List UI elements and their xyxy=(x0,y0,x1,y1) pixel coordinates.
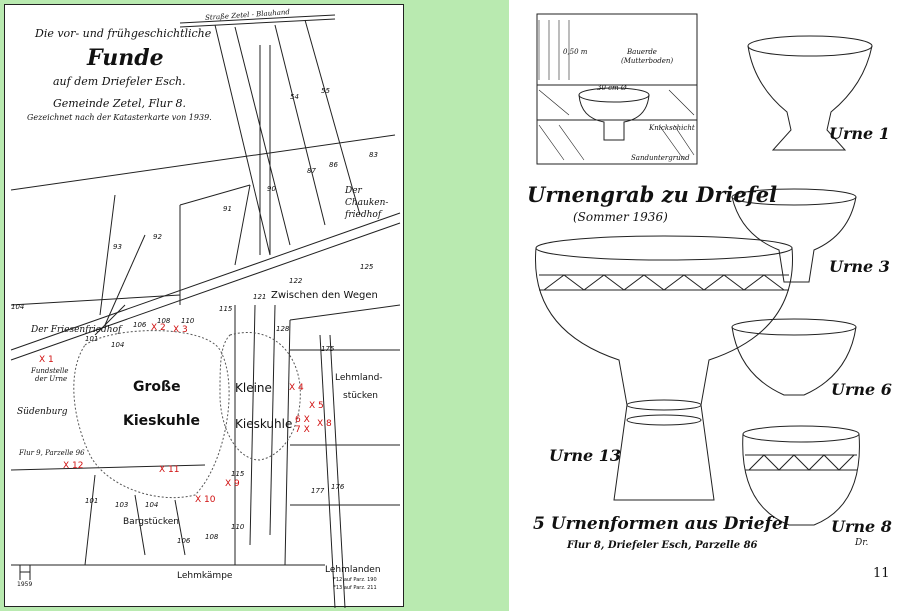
plate-subcaption: Flur 8, Driefeler Esch, Parzelle 86 xyxy=(567,540,758,551)
artist-initials: Dr. xyxy=(855,538,869,548)
find-marker-12: X 12 xyxy=(63,461,84,471)
label-kleine: Kleine xyxy=(235,381,272,395)
find-marker-10: X 10 xyxy=(195,495,216,505)
urn-13-label: Urne 13 xyxy=(549,446,622,465)
map-linework xyxy=(10,14,401,608)
find-marker-6: 6 X xyxy=(295,415,310,425)
diameter-label: 30 cm Ø xyxy=(597,84,627,92)
label-suedenburg: Südenburg xyxy=(17,407,68,417)
find-marker-7: 7 X xyxy=(295,425,310,435)
depth-label: 0,50 m xyxy=(563,48,588,56)
label-lehmland: Lehmland- xyxy=(335,373,383,383)
map-title-line3: auf dem Driefeler Esch. xyxy=(53,75,186,88)
label-der-urne: der Urne xyxy=(35,375,68,383)
map-title-line5: Gezeichnet nach der Katasterkarte von 19… xyxy=(27,113,212,122)
soil-label-1: Bauerde xyxy=(627,48,657,56)
label-lehmlanden: Lehmlanden xyxy=(325,565,381,575)
label-f12: F12 auf Parz. 190 xyxy=(333,577,377,583)
label-kleine-kieskuhle: Kieskuhle xyxy=(235,417,293,431)
map-title-line1: Die vor- und frühgeschichtliche xyxy=(35,27,212,40)
layer-label: Knickschicht xyxy=(649,124,695,132)
soil-label-2: (Mutterboden) xyxy=(621,57,674,65)
find-marker-2: X 2 xyxy=(151,323,166,333)
label-lehmkaempe: Lehmkämpe xyxy=(177,571,233,581)
label-chauken: Der Chauken-friedhof xyxy=(345,186,389,220)
sand-label: Sanduntergrund xyxy=(631,154,690,162)
find-marker-8: X 8 xyxy=(317,419,332,429)
urn-3-label: Urne 3 xyxy=(829,257,890,276)
grave-year: (Sommer 1936) xyxy=(573,210,668,224)
page-number: 11 xyxy=(873,566,890,581)
find-marker-1: X 1 xyxy=(39,355,54,365)
urn-1-label: Urne 1 xyxy=(829,124,890,143)
label-bargstuecken: Bargstücken xyxy=(123,517,179,527)
grave-title: Urnengrab zu Driefel xyxy=(527,182,778,207)
find-marker-9: X 9 xyxy=(225,479,240,489)
signature-year: 1959 xyxy=(17,581,33,588)
label-friesen: Der Friesenfriedhof xyxy=(31,325,122,335)
label-fundstelle: Fundstelle xyxy=(31,367,69,375)
label-zwischen: Zwischen den Wegen xyxy=(271,290,378,301)
map-title-funde: Funde xyxy=(87,45,164,71)
label-flur9: Flur 9, Parzelle 96 xyxy=(19,449,85,457)
find-marker-5: X 5 xyxy=(309,401,324,411)
find-marker-4: X 4 xyxy=(289,383,304,393)
label-f13: F13 auf Parz. 211 xyxy=(333,585,377,591)
plate-caption: 5 Urnenformen aus Driefel xyxy=(533,514,790,534)
label-grosse: Große xyxy=(133,379,181,395)
map-title-line4: Gemeinde Zetel, Flur 8. xyxy=(53,97,186,110)
urn-8-label: Urne 8 xyxy=(831,517,892,536)
urn-6-label: Urne 6 xyxy=(831,380,892,399)
plate-page: 0,50 m Bauerde (Mutterboden) 30 cm Ø Kni… xyxy=(509,0,922,611)
find-marker-11: X 11 xyxy=(159,465,180,475)
map-page: Die vor- und frühgeschichtliche Funde au… xyxy=(4,4,404,608)
plate-drawings xyxy=(534,13,873,526)
find-marker-3: X 3 xyxy=(173,325,188,335)
label-grosse-kieskuhle: Kieskuhle xyxy=(123,413,201,429)
label-stuecken: stücken xyxy=(343,391,379,401)
